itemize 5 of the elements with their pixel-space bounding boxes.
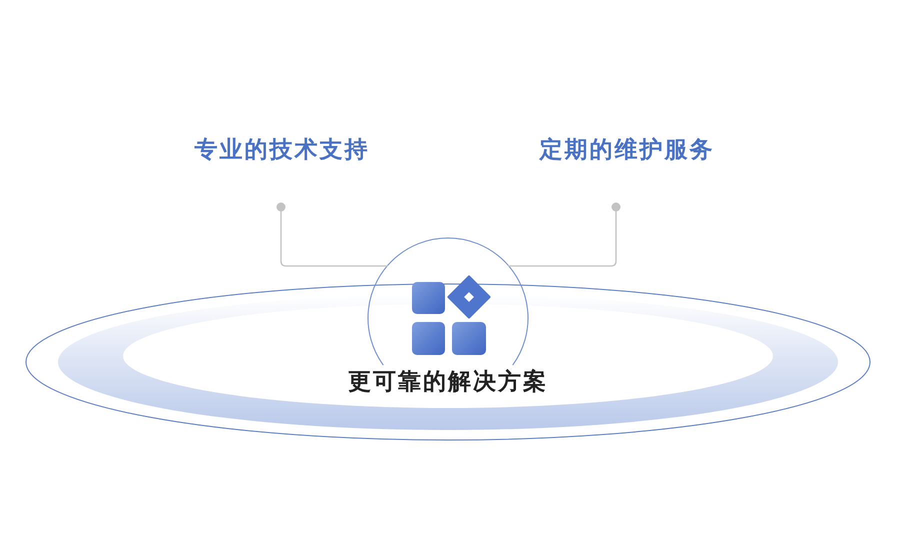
leader-line	[276, 202, 388, 267]
leader-line	[508, 202, 620, 267]
node-label: 专业的技术支持	[194, 136, 370, 165]
node-label: 定期的维护服务	[538, 136, 716, 165]
node-label: 更可靠的解决方案	[347, 368, 549, 397]
